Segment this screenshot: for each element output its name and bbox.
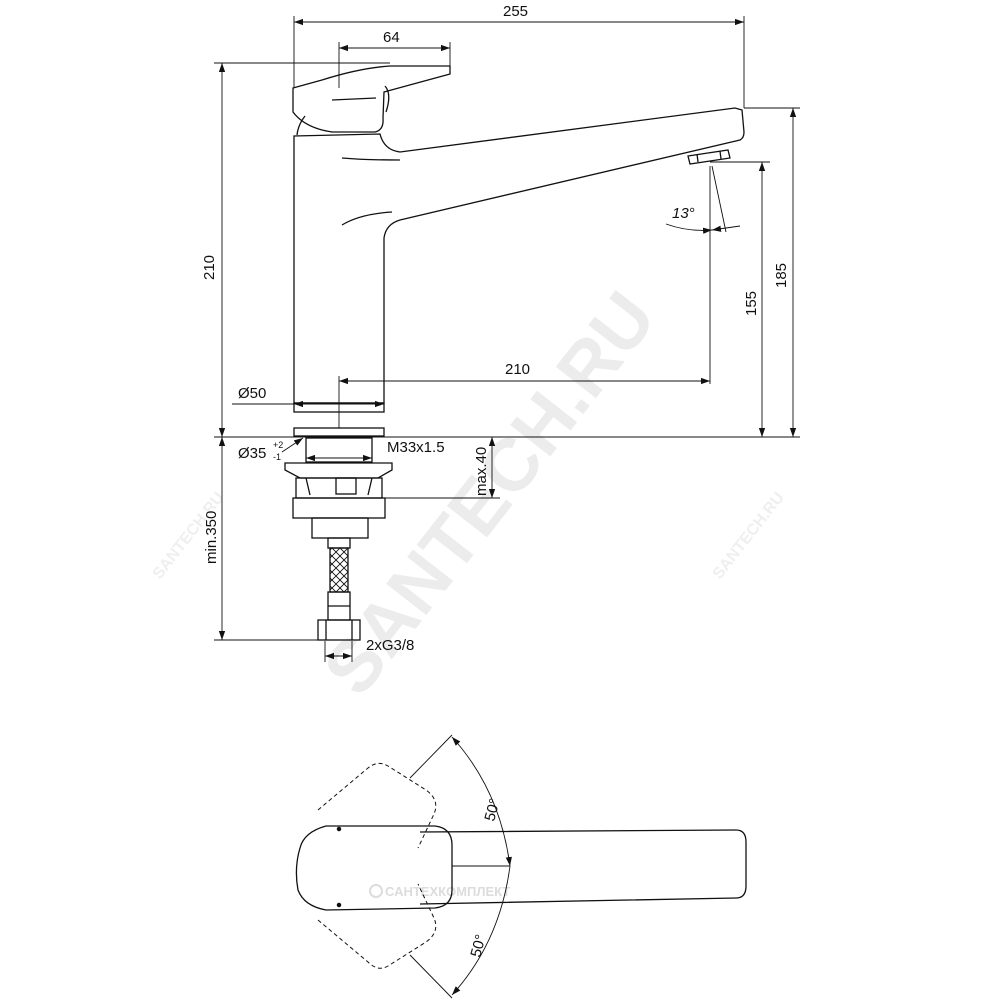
aerator-detail-2 bbox=[719, 150, 722, 160]
label-spout-height: 185 bbox=[773, 263, 790, 288]
label-hole-tol-minus: -1 bbox=[273, 452, 281, 462]
handle-top bbox=[295, 825, 453, 911]
clamp-detail-2 bbox=[367, 477, 373, 496]
label-outlet-clearance: 155 bbox=[743, 291, 760, 316]
label-handle-rotation-down: 50° bbox=[467, 933, 489, 959]
mounting-nut bbox=[292, 497, 386, 519]
mounting-plate bbox=[284, 462, 393, 479]
watermark-small-right: SANTECH.RU bbox=[710, 489, 788, 582]
aerator-detail bbox=[696, 153, 699, 163]
lever-cartridge bbox=[296, 115, 306, 136]
dim-leader-hole-diameter bbox=[281, 437, 304, 453]
watermark-group: SANTECH.RU SANTECH.RU SANTECH.RU САНТЕХК… bbox=[150, 276, 788, 899]
dimension-lines bbox=[214, 16, 800, 662]
label-lever-length: 64 bbox=[383, 29, 400, 46]
mounting-body bbox=[311, 517, 369, 539]
clamp-block bbox=[335, 477, 357, 495]
label-max-deck: max.40 bbox=[473, 447, 490, 496]
hose-nut bbox=[317, 619, 361, 641]
label-outlet-angle: 13° bbox=[672, 205, 695, 222]
base-gasket bbox=[293, 427, 385, 437]
faucet-top-view bbox=[295, 762, 747, 969]
clamp-detail bbox=[305, 477, 311, 496]
spout-lower-curve bbox=[341, 211, 393, 226]
aerator bbox=[687, 149, 731, 165]
handle-dot-top bbox=[336, 826, 342, 832]
dim-arc-handle-down bbox=[451, 865, 511, 996]
faucet-body-spout bbox=[293, 107, 745, 404]
dim-arc-outlet-angle bbox=[665, 223, 713, 234]
watermark-brand: САНТЕХКОМПЛЕКТ bbox=[385, 884, 510, 899]
label-total-height: 210 bbox=[201, 255, 218, 280]
handle-rotated-down bbox=[317, 883, 437, 969]
label-handle-rotation-up: 50° bbox=[481, 797, 503, 823]
lever-highlight bbox=[384, 85, 390, 113]
label-thread: M33x1.5 bbox=[387, 439, 445, 456]
label-spout-reach: 210 bbox=[505, 361, 530, 378]
flex-hose bbox=[329, 547, 349, 593]
watermark-brand-logo bbox=[369, 884, 383, 898]
label-connection: 2xG3/8 bbox=[366, 637, 414, 654]
hose-connector bbox=[327, 537, 351, 549]
spout-upper-curve bbox=[341, 157, 401, 161]
spout-top bbox=[419, 829, 747, 905]
handle-rotated-up bbox=[317, 762, 437, 849]
label-overall-length: 255 bbox=[503, 3, 528, 20]
label-body-diameter: Ø50 bbox=[238, 385, 266, 402]
label-hose-length: min.350 bbox=[203, 511, 220, 564]
label-hole-diameter: Ø35 bbox=[238, 445, 266, 462]
dim-arc-handle-up bbox=[451, 736, 512, 867]
top-view-dimensions bbox=[409, 734, 512, 999]
handle-dot-bottom bbox=[336, 902, 342, 908]
lever-handle bbox=[292, 65, 451, 133]
faucet-side-view bbox=[284, 65, 745, 641]
lever-edge bbox=[331, 97, 377, 101]
label-hole-tol-plus: +2 bbox=[273, 440, 283, 450]
